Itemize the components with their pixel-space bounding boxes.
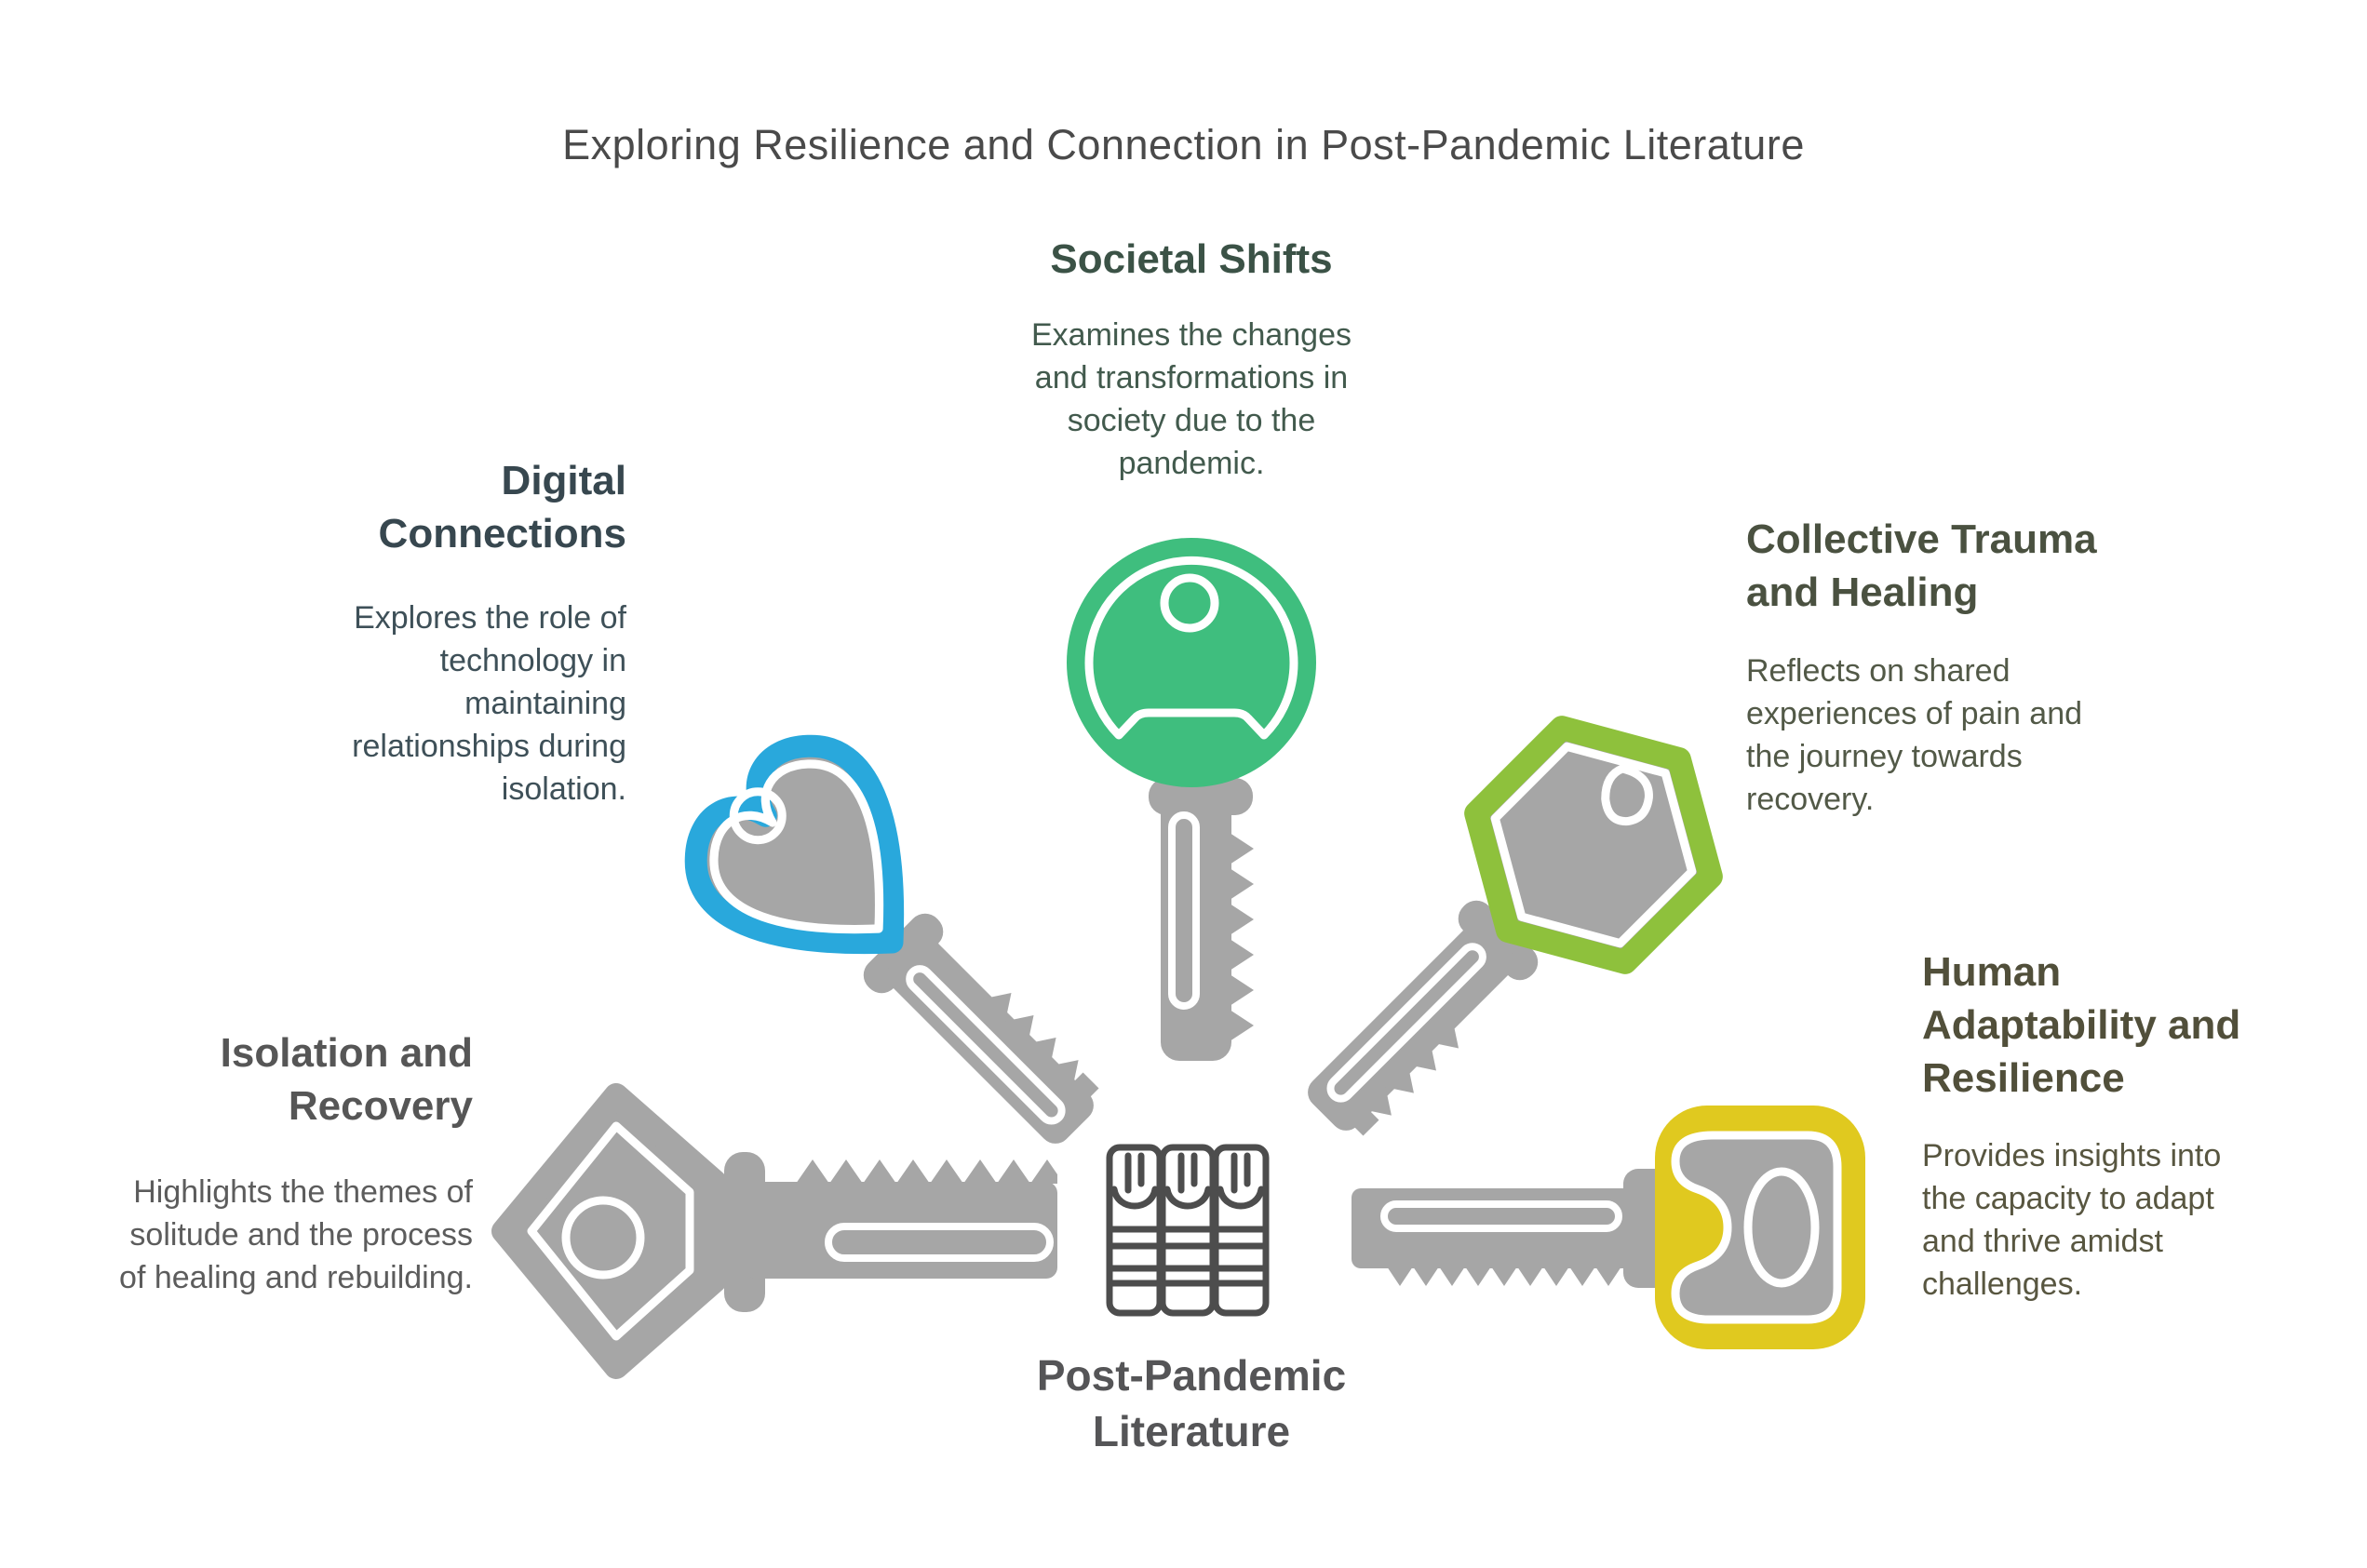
- section-heading: Isolation and Recovery: [220, 1030, 473, 1129]
- section-heading: Human Adaptability and Resilience: [1922, 949, 2241, 1101]
- key-head-inner-line: [1490, 742, 1697, 948]
- key-teeth: [1227, 831, 1254, 1043]
- key-tip-step: [1069, 1072, 1099, 1102]
- section-heading: Digital Connections: [378, 458, 626, 556]
- key-shaft: [886, 936, 1094, 1144]
- section-description: Explores the role of technology in maint…: [352, 600, 626, 807]
- key-groove: [1326, 943, 1486, 1103]
- key-societal-shifts: [1067, 538, 1316, 1061]
- book-1: [1106, 1144, 1163, 1317]
- section-societal-shifts: Societal Shifts Examines the changes and…: [1015, 233, 1368, 485]
- key-teeth: [1387, 1266, 1621, 1286]
- section-description: Examines the changes and transformations…: [1031, 317, 1352, 481]
- book-3: [1212, 1144, 1270, 1317]
- key-groove: [1380, 1200, 1622, 1232]
- key-digital-connections: [684, 734, 1099, 1144]
- key-head: [1464, 716, 1723, 974]
- key-head-inner-line: [1084, 556, 1298, 740]
- key-head-inner-line: [709, 759, 884, 934]
- section-description: Provides insights into the capacity to a…: [1922, 1138, 2222, 1302]
- key-groove: [825, 1223, 1054, 1262]
- keyhole: [1743, 1167, 1820, 1288]
- section-human-adaptability-and-resilience: Human Adaptability and Resilience Provid…: [1922, 945, 2266, 1306]
- key-groove: [1168, 811, 1200, 1010]
- keyhole: [729, 787, 787, 845]
- section-digital-connections: Digital Connections Explores the role of…: [310, 454, 626, 811]
- section-isolation-and-recovery: Isolation and Recovery Highlights the th…: [110, 1026, 473, 1299]
- center-label: Post-Pandemic Literature: [1036, 1351, 1347, 1455]
- section-heading: Collective Trauma and Healing: [1746, 516, 2097, 615]
- key-head-inner-line: [527, 1121, 694, 1341]
- keyhole: [561, 1196, 645, 1280]
- key-teeth: [983, 992, 1079, 1089]
- section-collective-trauma-and-healing: Collective Trauma and Healing Reflects o…: [1746, 513, 2128, 821]
- section-description: Highlights the themes of solitude and th…: [119, 1174, 473, 1295]
- section-heading: Societal Shifts: [1050, 236, 1333, 282]
- key-groove: [906, 965, 1066, 1125]
- keyhole: [1601, 764, 1653, 826]
- key-teeth: [796, 1159, 1057, 1184]
- section-description: Reflects on shared experiences of pain a…: [1746, 653, 2083, 817]
- keyhole: [1160, 573, 1219, 633]
- page-title: Exploring Resilience and Connection in P…: [562, 121, 1805, 168]
- key-isolation-and-recovery: [491, 1083, 1057, 1379]
- book-2: [1159, 1144, 1217, 1317]
- key-tip-step: [1350, 1106, 1379, 1136]
- books-icon: [1106, 1144, 1270, 1317]
- key-collective-trauma-and-healing: [1308, 716, 1723, 1136]
- key-teeth: [1363, 1020, 1459, 1116]
- key-human-adaptability-and-resilience: [1352, 1106, 1865, 1349]
